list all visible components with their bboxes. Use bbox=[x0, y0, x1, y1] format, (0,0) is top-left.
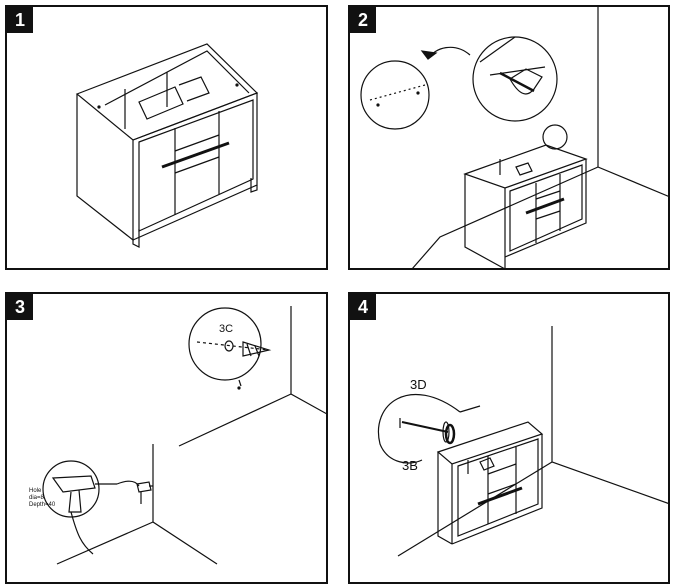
step-1-illustration bbox=[75, 43, 259, 248]
pencil-magnifier bbox=[472, 36, 558, 122]
callout-3d: 3D bbox=[410, 377, 427, 392]
step-2-illustration bbox=[360, 7, 670, 269]
callout-3b: 3B bbox=[402, 458, 418, 473]
drill-magnifier bbox=[42, 460, 100, 518]
step-2-panel: 2 bbox=[348, 5, 670, 270]
drill-note-hole: Hole bbox=[29, 488, 42, 494]
step-4-panel: 4 3D 3B bbox=[348, 292, 670, 584]
drill-note: Hole dia=8 Depth=40 bbox=[29, 488, 55, 509]
step-3-panel: 3 3C Hole dia=8 Depth=40 bbox=[5, 292, 328, 584]
anchor-magnifier bbox=[188, 307, 262, 381]
step-3-illustration: 3C bbox=[42, 306, 327, 565]
drill-note-depth: Depth=40 bbox=[29, 502, 56, 508]
wall-mark-magnifier bbox=[360, 60, 430, 130]
step-4-badge: 4 bbox=[350, 294, 376, 320]
callout-3c: 3C bbox=[219, 323, 233, 335]
step-3-badge: 3 bbox=[7, 294, 33, 320]
step-2-badge: 2 bbox=[350, 7, 376, 33]
step-1-badge: 1 bbox=[7, 7, 33, 33]
step-4-illustration: 3D 3B bbox=[377, 326, 670, 557]
drill-note-diameter: dia=8 bbox=[29, 495, 44, 501]
step-1-panel: 1 bbox=[5, 5, 328, 270]
